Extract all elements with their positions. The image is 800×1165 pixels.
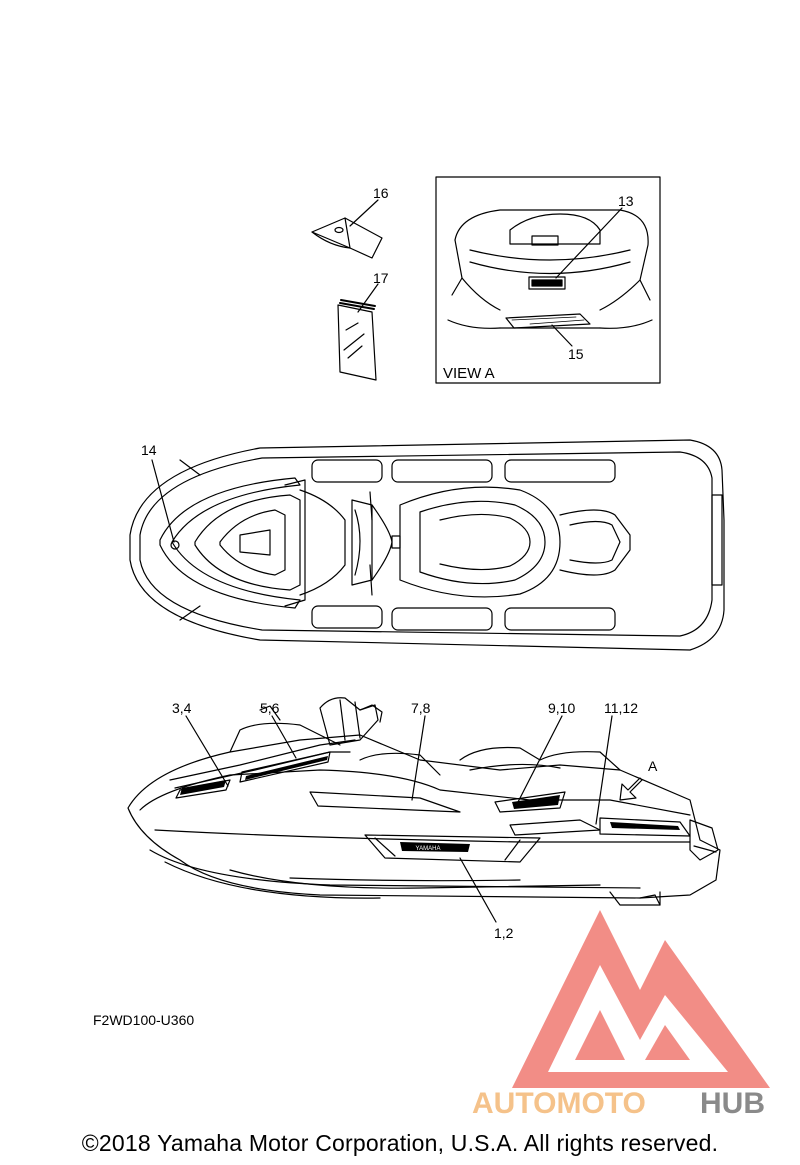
leader-9-10 bbox=[517, 715, 563, 803]
part-16-pouch bbox=[311, 217, 383, 259]
leader-13 bbox=[555, 207, 623, 279]
callout-a: A bbox=[648, 758, 658, 774]
callout-15: 15 bbox=[568, 346, 584, 362]
leader-1-2 bbox=[459, 857, 497, 923]
part-17-manual bbox=[337, 299, 377, 381]
callout-1-2: 1,2 bbox=[494, 925, 514, 941]
top-view-craft bbox=[129, 439, 725, 651]
leader-11-12 bbox=[595, 715, 613, 825]
callout-13: 13 bbox=[618, 193, 634, 209]
copyright-notice: ©2018 Yamaha Motor Corporation, U.S.A. A… bbox=[81, 1130, 719, 1156]
view-a-arrow-icon bbox=[619, 777, 643, 801]
watermark-word-a: AUTOMOTO bbox=[472, 1087, 646, 1120]
leader-7-8 bbox=[411, 715, 426, 801]
side-decals bbox=[180, 756, 680, 852]
leader-15 bbox=[551, 324, 573, 347]
view-a-label: VIEW A bbox=[443, 365, 495, 382]
callout-11-12: 11,12 bbox=[604, 700, 638, 716]
watermark-logo bbox=[512, 910, 770, 1088]
leader-3-4 bbox=[185, 715, 229, 787]
view-a-frame bbox=[435, 176, 661, 384]
callout-17: 17 bbox=[373, 270, 389, 286]
callout-7-8: 7,8 bbox=[411, 700, 431, 716]
callout-3-4: 3,4 bbox=[172, 700, 192, 716]
view-a-stern-drawing bbox=[447, 209, 653, 329]
leader-17 bbox=[357, 283, 379, 313]
watermark-word-b: HUB bbox=[700, 1087, 765, 1120]
callout-14: 14 bbox=[141, 442, 157, 458]
yamaha-decal-text: YAMAHA bbox=[416, 846, 441, 852]
leader-5-6 bbox=[271, 715, 297, 759]
callout-5-6: 5,6 bbox=[260, 700, 280, 716]
leader-16 bbox=[349, 199, 379, 227]
diagram-code: F2WD100-U360 bbox=[93, 1012, 195, 1028]
callout-16: 16 bbox=[373, 185, 389, 201]
side-view-craft bbox=[127, 697, 721, 906]
callout-9-10: 9,10 bbox=[548, 700, 575, 716]
leader-14 bbox=[151, 459, 175, 543]
